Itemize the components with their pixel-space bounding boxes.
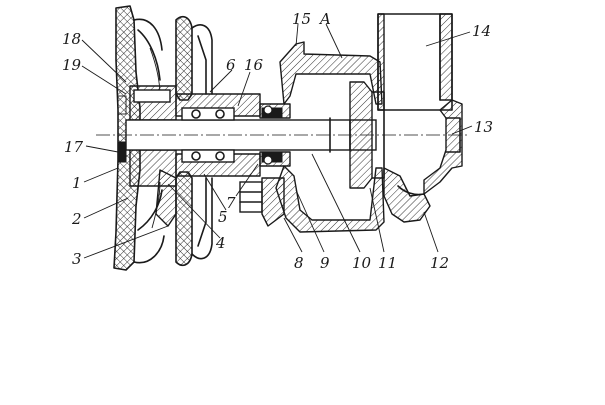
callout-17: 17 <box>64 138 84 156</box>
callout-1: 1 <box>72 174 82 192</box>
callout-15: 15 <box>292 10 311 28</box>
callout-labels: 18 19 17 1 2 3 4 5 6 16 7 15 A 14 13 8 9… <box>62 10 493 272</box>
callout-2: 2 <box>71 210 82 228</box>
callout-11: 11 <box>378 254 397 272</box>
callout-18: 18 <box>62 30 81 48</box>
callout-10: 10 <box>352 254 372 272</box>
callout-3: 3 <box>72 250 82 268</box>
callout-8: 8 <box>294 254 304 272</box>
callout-7: 7 <box>226 194 236 212</box>
callout-12: 12 <box>430 254 449 272</box>
callout-A: A <box>318 10 331 28</box>
callout-14: 14 <box>472 22 491 40</box>
callout-9: 9 <box>320 254 330 272</box>
callout-16: 16 <box>244 56 264 74</box>
callout-6: 6 <box>226 56 236 74</box>
volute <box>377 13 463 223</box>
pump-body <box>239 41 385 233</box>
bearing-housing <box>175 93 291 177</box>
leader-lines <box>81 23 473 259</box>
shaft <box>96 117 470 153</box>
callout-5: 5 <box>218 208 228 226</box>
callout-13: 13 <box>474 118 493 136</box>
callout-4: 4 <box>215 234 226 252</box>
callout-19: 19 <box>62 56 82 74</box>
